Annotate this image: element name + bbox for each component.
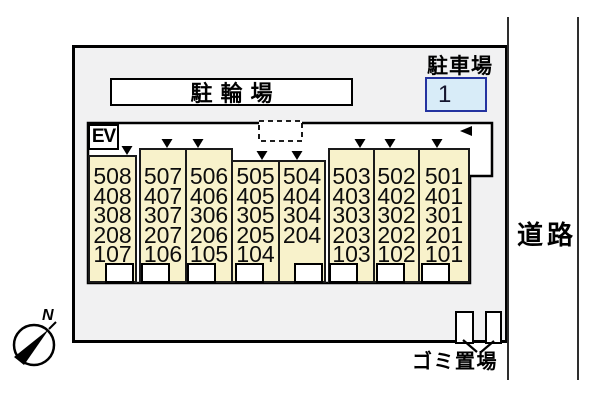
entrance-box	[294, 263, 323, 283]
entrance-box	[105, 263, 134, 283]
room-number: 406	[189, 182, 229, 209]
elevator-box: EV	[88, 124, 119, 150]
garbage-leader-line	[462, 339, 478, 353]
room-number: 506	[189, 163, 229, 189]
room-number: 508	[93, 163, 132, 189]
room-number-stack: 502 402 302 202 102	[375, 163, 418, 267]
dashed-opening-box	[258, 120, 303, 142]
room-number: 101	[424, 241, 464, 267]
room-number-stack: 505 405 305 205 104	[233, 163, 278, 267]
garbage-bin	[485, 311, 502, 344]
building-wing-4: 504 404 304 204	[278, 160, 326, 283]
room-number: 304	[282, 202, 322, 228]
building-wing-1: 501 401 301 201 101	[418, 148, 470, 283]
room-number: 501	[424, 163, 464, 189]
compass-north-label: N	[42, 307, 54, 324]
room-number: 407	[143, 182, 183, 209]
room-number: 507	[143, 163, 183, 189]
room-number: 106	[143, 241, 183, 267]
entrance-box	[141, 263, 170, 283]
building-wing-8: 508 408 308 208 107	[88, 155, 137, 283]
car-parking-label: 駐車場	[427, 55, 493, 78]
down-marker-icon	[121, 146, 133, 155]
room-number: 201	[424, 221, 464, 248]
entrance-box	[329, 263, 358, 283]
room-number: 404	[282, 182, 322, 209]
room-number-stack: 501 401 301 201 101	[420, 163, 468, 267]
building-wing-5: 505 405 305 205 104	[231, 160, 280, 283]
down-marker-icon	[354, 139, 366, 148]
room-number: 303	[332, 202, 371, 228]
bicycle-parking-area: 駐輪場	[110, 78, 353, 106]
elevator-label: EV	[91, 126, 116, 147]
down-marker-icon	[192, 139, 204, 148]
building-wing-3: 503 403 303 203 103	[328, 148, 375, 283]
room-number: 206	[189, 221, 229, 248]
room-number: 105	[189, 241, 229, 267]
garbage-area-label: ゴミ置場	[412, 351, 498, 373]
entrance-box	[235, 263, 264, 283]
entrance-box	[187, 263, 216, 283]
bicycle-parking-label: 駐輪場	[190, 81, 281, 106]
room-number: 403	[332, 182, 371, 209]
road-label: 道路	[517, 220, 578, 250]
room-number: 301	[424, 202, 464, 228]
room-number-stack: 504 404 304 204	[280, 163, 324, 265]
room-number: 202	[377, 221, 416, 248]
room-number-stack: 503 403 303 203 103	[330, 163, 373, 267]
entrance-box	[421, 263, 450, 283]
room-number: 102	[377, 241, 416, 267]
road-edge-line-left	[507, 17, 509, 380]
car-parking-space: 1	[425, 77, 487, 112]
road-edge-line-right	[577, 17, 579, 380]
down-marker-icon	[291, 151, 303, 160]
room-number-stack: 508 408 308 208 107	[90, 163, 135, 267]
room-number: 505	[236, 163, 275, 189]
room-number: 203	[332, 221, 371, 248]
room-number: 502	[377, 163, 416, 189]
room-number: 503	[332, 163, 371, 189]
room-number-stack: 506 406 306 206 105	[187, 163, 231, 267]
room-number: 401	[424, 182, 464, 209]
building-wing-7: 507 407 307 207 106	[139, 148, 187, 283]
room-number: 302	[377, 202, 416, 228]
room-number	[280, 245, 324, 265]
down-marker-icon	[384, 139, 396, 148]
room-number: 204	[282, 221, 322, 248]
room-number: 207	[143, 221, 183, 248]
room-number-stack: 507 407 307 207 106	[141, 163, 185, 267]
room-number: 205	[236, 221, 275, 248]
car-parking-space-number: 1	[438, 80, 452, 108]
building-wing-6: 506 406 306 206 105	[185, 148, 233, 283]
room-number: 307	[143, 202, 183, 228]
room-number: 104	[236, 241, 275, 267]
room-number: 402	[377, 182, 416, 209]
room-number: 305	[236, 202, 275, 228]
down-marker-icon	[161, 139, 173, 148]
left-marker-icon	[460, 126, 472, 136]
building-wing-2: 502 402 302 202 102	[373, 148, 420, 283]
garbage-leader-line	[480, 340, 495, 353]
garbage-bin	[455, 311, 474, 344]
room-number: 103	[332, 241, 371, 267]
entrance-box	[376, 263, 405, 283]
room-number: 208	[93, 221, 132, 248]
room-number: 306	[189, 202, 229, 228]
room-number: 405	[236, 182, 275, 209]
compass-icon	[12, 321, 57, 367]
down-marker-icon	[256, 151, 268, 160]
room-number: 504	[282, 163, 322, 189]
room-number: 408	[93, 182, 132, 209]
room-number: 308	[93, 202, 132, 228]
down-marker-icon	[431, 139, 443, 148]
room-number: 107	[93, 241, 132, 267]
